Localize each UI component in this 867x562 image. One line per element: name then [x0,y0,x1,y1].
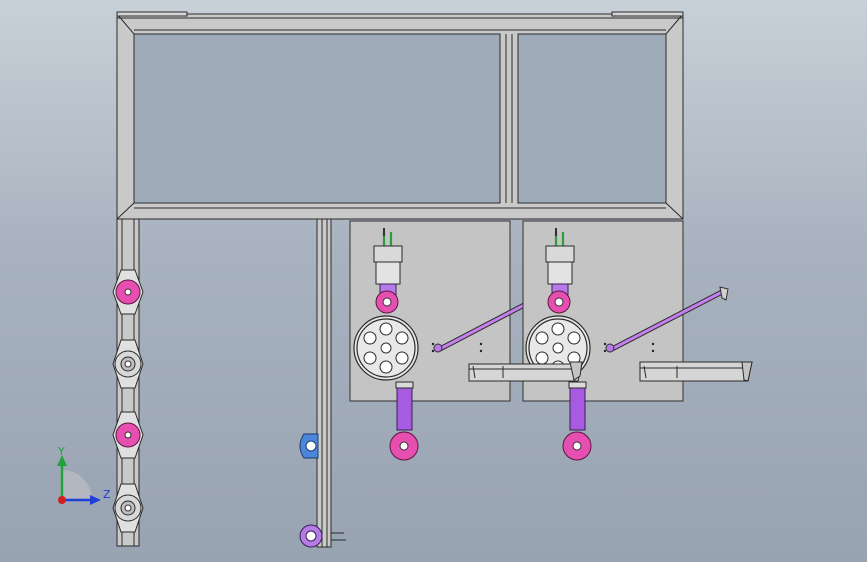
lower-arm-1 [389,381,419,461]
y-axis-label: Y [57,445,65,458]
top-frame [116,11,684,220]
cylinder-assembly-2 [545,228,575,314]
clamp-purple-bottom [299,524,323,548]
bearing-grey-2 [112,483,144,533]
cylinder-assembly-1 [373,228,403,314]
bearing-grey-1 [112,339,144,389]
diagonal-rod-2 [603,286,729,353]
view-triad: Y Z [57,445,111,505]
bearing-pink-2 [112,411,144,459]
z-axis-label: Z [103,488,111,501]
bearing-pink-1 [112,269,144,315]
guide-bar-1 [468,361,583,382]
middle-post [316,218,346,548]
guide-bar-2 [639,361,753,382]
lower-arm-2 [562,381,592,461]
wheel-1 [353,315,419,381]
clamp-blue [299,433,319,459]
